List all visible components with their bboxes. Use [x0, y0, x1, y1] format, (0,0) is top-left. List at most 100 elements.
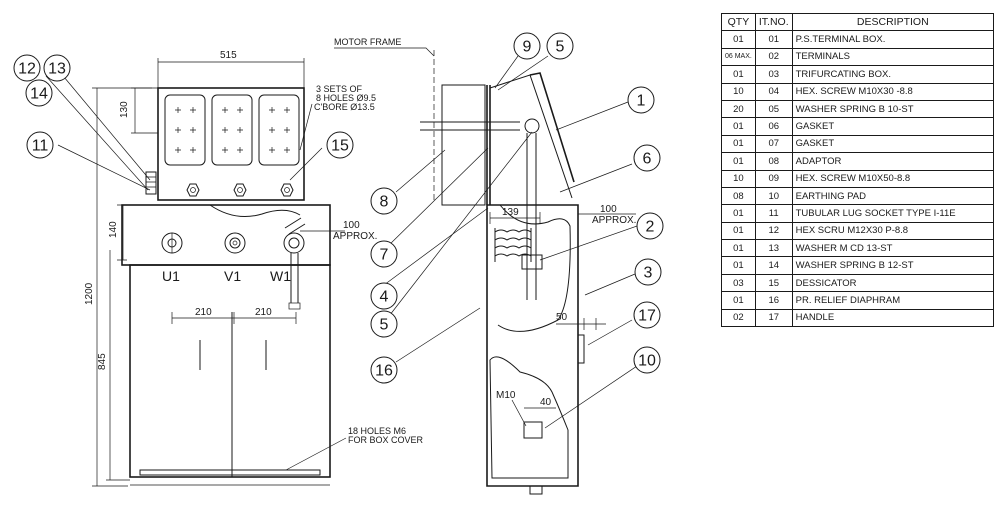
bom-qty: 06 MAX.: [721, 47, 756, 67]
side-box: [486, 204, 579, 487]
handle-side: [577, 334, 585, 364]
bom-description: TERMINALS: [791, 47, 995, 67]
bom-description: EARTHING PAD: [791, 186, 995, 206]
bom-description: GASKET: [791, 134, 995, 154]
bushing-stud: [420, 121, 520, 131]
bom-description: HEX. SCREW M10X30 -8.8: [791, 82, 995, 101]
callout-number: 2: [646, 219, 655, 236]
dim-210-right-text: 210: [255, 307, 272, 318]
terminal-u1-label: U1: [162, 268, 180, 284]
bom-item-no: 13: [754, 239, 793, 258]
dim-1200: 1200: [84, 87, 152, 487]
dim-130-text: 130: [119, 101, 130, 118]
bom-item-no: 05: [754, 99, 793, 119]
bom-item-no: 16: [754, 291, 793, 310]
callout-number: 12: [18, 61, 36, 78]
callout-11: 11: [26, 131, 54, 159]
dim-845: 845: [97, 250, 130, 481]
approx-side-value: 100: [600, 204, 617, 215]
callout-4: 4: [370, 282, 398, 310]
adaptor: [441, 84, 486, 206]
bom-qty: 03: [721, 273, 756, 293]
bom-item-no: 08: [754, 152, 793, 171]
holes-leader: [299, 103, 313, 151]
callout-circle: [636, 212, 664, 240]
callout-number: 17: [638, 308, 656, 325]
callout-circle: [370, 240, 398, 268]
bom-header-item: IT.NO.: [754, 12, 793, 32]
callout-circle: [633, 346, 661, 374]
callout-circle: [25, 79, 53, 107]
bom-description: HEX. SCREW M10X50-8.8: [791, 169, 995, 188]
gasket-plate: [486, 85, 491, 205]
callout-8: 8: [370, 187, 398, 215]
callout-5: 5: [370, 310, 398, 338]
bellows: [494, 228, 532, 262]
bom-item-no: 02: [754, 47, 793, 67]
callout-circle: [546, 32, 574, 60]
bom-qty: 01: [721, 152, 756, 171]
dim-139: 139: [489, 207, 541, 224]
holes-note-line1: 3 SETS OF: [316, 84, 363, 94]
bom-description: GASKET: [791, 117, 995, 136]
bom-qty: 10: [721, 82, 756, 101]
dim-approx-front: 100 APPROX.: [300, 220, 377, 242]
callout-circle: [370, 282, 398, 310]
callout-circle: [26, 131, 54, 159]
callout-1: 1: [627, 86, 655, 114]
bom-description: P.S.TERMINAL BOX.: [791, 30, 995, 49]
bom-qty: 01: [721, 134, 756, 154]
dim-139-text: 139: [502, 207, 519, 218]
bom-item-no: 07: [754, 134, 793, 154]
dim-140: 140: [108, 204, 127, 261]
callout-16: 16: [370, 356, 398, 384]
callout-circle: [43, 54, 71, 82]
dim-130: 130: [119, 87, 158, 134]
terminal-w1-label: W1: [270, 268, 291, 284]
dim-515: 515: [157, 50, 305, 88]
bom-description: WASHER SPRING B 10-ST: [791, 99, 995, 119]
m10-label: M10: [496, 390, 516, 401]
callout-2: 2: [636, 212, 664, 240]
bom-qty: 01: [721, 221, 756, 241]
bom-item-no: 17: [754, 308, 793, 328]
bom-item-no: 01: [754, 30, 793, 49]
bom-item-no: 06: [754, 117, 793, 136]
callout-number: 6: [643, 151, 652, 168]
bom-qty: 01: [721, 65, 756, 84]
cable-conductor: [526, 133, 537, 300]
callout-14: 14: [25, 79, 53, 107]
lug: [521, 254, 543, 270]
dim-40: 40 M10: [496, 390, 556, 427]
dim-approx-side: 100 APPROX.: [578, 204, 636, 226]
cover-note-line2: FOR BOX COVER: [348, 435, 424, 445]
cover-leader: [285, 437, 347, 471]
callout-number: 14: [30, 86, 48, 103]
bom-header-qty: QTY: [721, 12, 756, 32]
holes-note-line3: C'BORE Ø13.5: [314, 102, 375, 112]
callout-circle: [513, 32, 541, 60]
dim-515-text: 515: [220, 50, 237, 61]
callout-number: 1: [637, 93, 646, 110]
callout-circle: [370, 356, 398, 384]
terminal-u1: [161, 232, 183, 254]
callout-number: 13: [48, 61, 66, 78]
callout-12: 12: [13, 54, 41, 82]
bom-description: TUBULAR LUG SOCKET TYPE I-11E: [791, 204, 995, 223]
motor-frame-underline: [334, 47, 435, 57]
bom-item-no: 14: [754, 256, 793, 275]
dim-845-text: 845: [97, 353, 108, 370]
